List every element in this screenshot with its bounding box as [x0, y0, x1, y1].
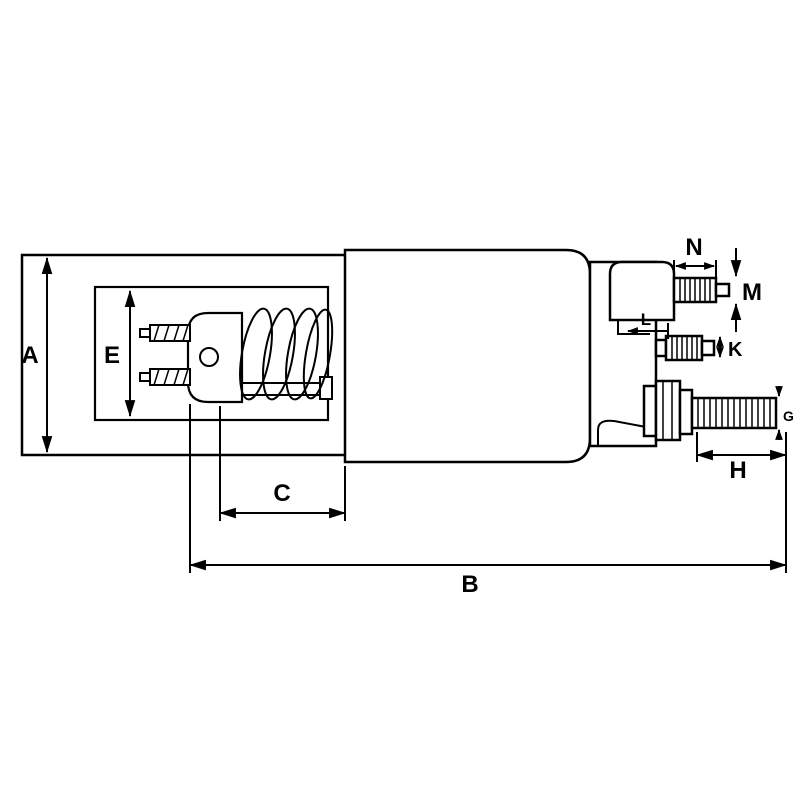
bottom-stud-washer — [678, 388, 694, 436]
label-N: N — [685, 234, 702, 261]
shaft-end — [319, 376, 333, 400]
bottom-stud-thread-lines — [697, 398, 771, 428]
top-stud-thread-lines — [679, 278, 711, 302]
label-M: M — [742, 279, 762, 306]
main-cylinder — [343, 248, 592, 464]
cap-bottom-clip — [597, 419, 647, 446]
dimension-labels: A E C B H N M K G L — [21, 234, 794, 598]
dimensions — [41, 248, 788, 573]
label-H: H — [729, 457, 746, 484]
middle-stud-tip — [700, 339, 716, 357]
terminal-bracket — [617, 320, 650, 335]
bottom-stud-nut-lines — [662, 381, 673, 440]
bottom-stud-nut — [654, 379, 682, 442]
middle-stud-base — [654, 338, 668, 358]
solenoid-body — [20, 248, 778, 464]
fork-pin-upper-tip — [139, 328, 151, 338]
label-E: E — [104, 342, 120, 369]
bottom-stud-flange — [642, 384, 658, 438]
label-K: K — [728, 339, 743, 361]
label-A: A — [21, 342, 38, 369]
middle-stud-thread-lines — [671, 336, 698, 360]
top-stud-tip — [714, 282, 731, 298]
label-C: C — [273, 480, 290, 507]
label-L: L — [641, 310, 651, 329]
label-G: G — [783, 408, 794, 424]
fork-pin-upper-ribs — [153, 324, 189, 342]
fork-pin-lower-ribs — [153, 368, 189, 386]
plunger-hole — [199, 347, 219, 367]
extension-lines — [189, 260, 787, 573]
label-B: B — [461, 571, 478, 598]
spring — [239, 307, 334, 401]
fork-pin-lower-tip — [139, 372, 151, 382]
